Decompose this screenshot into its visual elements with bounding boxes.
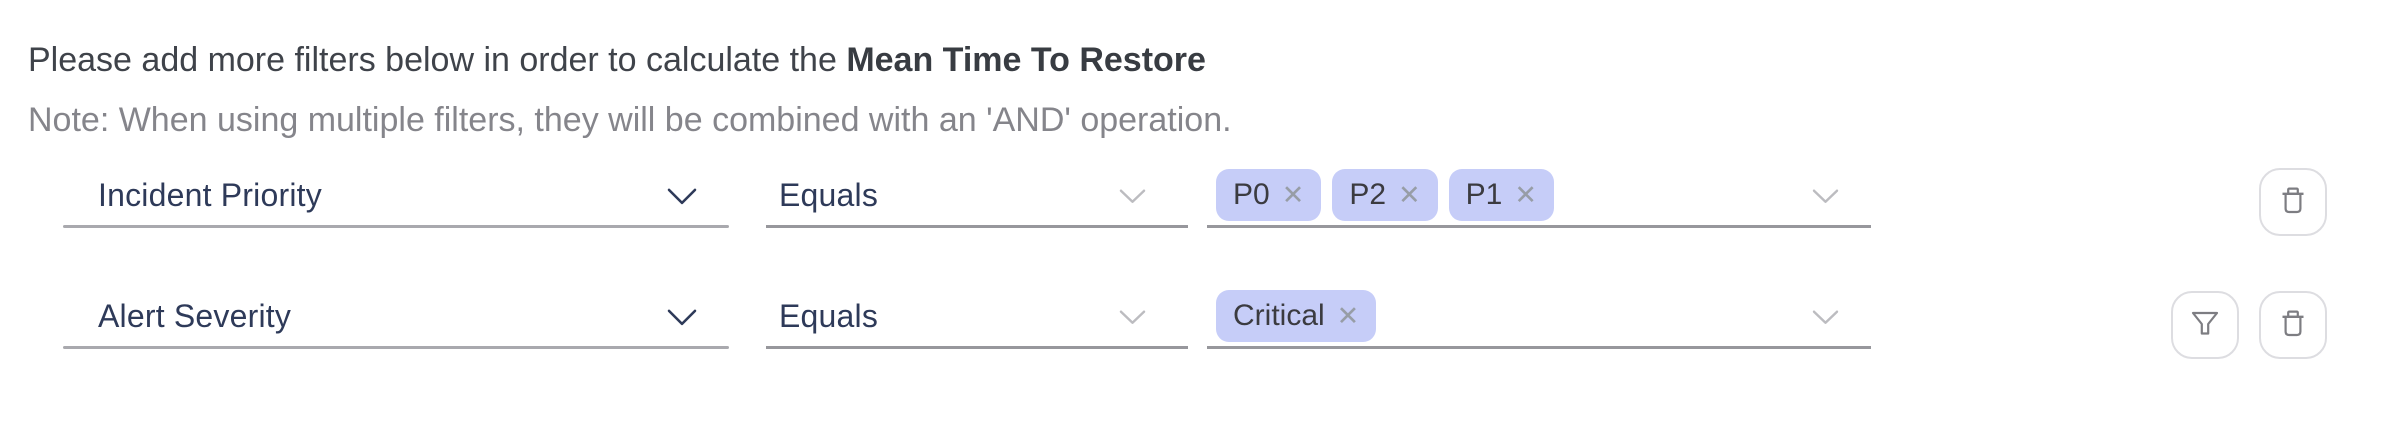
trash-icon — [2281, 187, 2305, 217]
operator-select-row2[interactable]: Equals — [766, 283, 1188, 349]
trash-icon — [2281, 310, 2305, 340]
chevron-down-icon — [1119, 310, 1146, 325]
operator-underline — [766, 346, 1188, 349]
value-chip: Critical ✕ — [1216, 290, 1377, 342]
operator-select-row1[interactable]: Equals — [766, 162, 1188, 228]
value-chip-label: P2 — [1349, 178, 1387, 211]
panel-heading: Please add more filters below in order t… — [28, 40, 1206, 80]
remove-value-icon[interactable]: ✕ — [1336, 300, 1360, 332]
remove-value-icon[interactable]: ✕ — [1514, 179, 1537, 211]
chevron-down-icon — [667, 309, 697, 326]
value-chip: P2 ✕ — [1332, 169, 1438, 221]
heading-intro-text: Please add more filters below in order t… — [28, 41, 847, 79]
value-chip: P1 ✕ — [1448, 169, 1554, 221]
metric-name: Mean Time To Restore — [846, 41, 1206, 79]
remove-value-icon[interactable]: ✕ — [1281, 179, 1305, 211]
value-chip-label: P1 — [1465, 178, 1503, 211]
values-multiselect-row2[interactable]: Critical ✕ — [1207, 283, 1871, 349]
selected-values: Critical ✕ — [1216, 290, 1377, 342]
value-chip-label: Critical — [1233, 299, 1325, 332]
field-select-value: Incident Priority — [98, 176, 322, 213]
values-underline — [1207, 225, 1871, 228]
values-multiselect-row1[interactable]: P0 ✕ P2 ✕ P1 ✕ — [1207, 162, 1871, 228]
remove-value-icon[interactable]: ✕ — [1398, 179, 1421, 211]
field-underline — [63, 225, 729, 228]
chevron-down-icon — [1812, 189, 1839, 204]
selected-values: P0 ✕ P2 ✕ P1 ✕ — [1216, 169, 1554, 221]
field-select-row2[interactable]: Alert Severity — [63, 283, 729, 349]
field-select-row1[interactable]: Incident Priority — [63, 162, 729, 228]
value-chip-label: P0 — [1233, 178, 1270, 211]
filter-options-button[interactable] — [2171, 291, 2239, 359]
delete-filter-button[interactable] — [2259, 168, 2327, 236]
filters-note: Note: When using multiple filters, they … — [28, 101, 1232, 139]
chevron-down-icon — [1119, 189, 1146, 204]
value-chip: P0 ✕ — [1216, 169, 1322, 221]
operator-underline — [766, 225, 1188, 228]
chevron-down-icon — [1812, 310, 1839, 325]
delete-filter-button[interactable] — [2259, 291, 2327, 359]
funnel-icon — [2191, 311, 2219, 339]
chevron-down-icon — [667, 188, 697, 205]
field-underline — [63, 346, 729, 349]
operator-select-value: Equals — [779, 176, 879, 213]
values-underline — [1207, 346, 1871, 349]
field-select-value: Alert Severity — [98, 297, 292, 334]
operator-select-value: Equals — [779, 297, 879, 334]
